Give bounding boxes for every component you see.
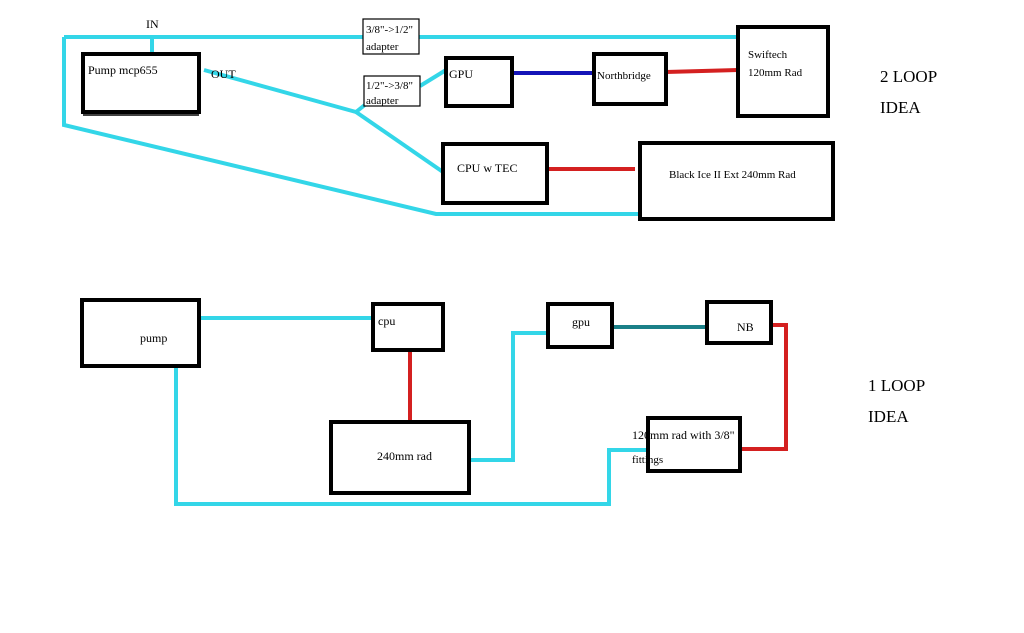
loop2-blackice-label: Black Ice II Ext 240mm Rad xyxy=(669,169,796,181)
loop1-pump-box xyxy=(80,298,201,368)
loop2-title-line2: IDEA xyxy=(880,98,921,117)
loop1-cpu-box xyxy=(371,302,445,352)
loop1-title-line1: 1 LOOP xyxy=(868,376,925,395)
loop2-label-in: IN xyxy=(146,17,159,31)
loop1-nb-label: NB xyxy=(737,320,754,334)
loop2-tube-out xyxy=(203,68,357,114)
loop1-tube-rad120-pump xyxy=(174,366,648,506)
loop1-gpu-box xyxy=(546,302,614,349)
loop1-rad240-box xyxy=(329,420,471,495)
loop1-pump-label: pump xyxy=(140,331,167,345)
loop2-gpu-box xyxy=(444,56,514,108)
loop1-rad120-line2: fittings xyxy=(632,454,663,466)
loop1-title-line2: IDEA xyxy=(868,407,909,426)
loop2-tubing xyxy=(62,35,739,216)
loop2-title-line1: 2 LOOP xyxy=(880,67,937,86)
loop1-rad120-box xyxy=(646,416,742,473)
loop1-nb-box xyxy=(705,300,773,345)
loop2-adapter2-line1: 1/2"->3/8" xyxy=(366,80,413,92)
loop1-tube-nb-rad120 xyxy=(740,323,788,451)
loop2-swiftech-line2: 120mm Rad xyxy=(748,67,803,79)
loop2-tube-return xyxy=(62,37,640,216)
loop2-tube-junction-cpu xyxy=(354,110,445,174)
loop2-blackice-rad-box xyxy=(638,141,835,221)
loop2-swiftech-rad-box xyxy=(736,25,830,118)
loop2-pump-box xyxy=(81,52,201,114)
loop2-northbridge-label: Northbridge xyxy=(597,70,651,82)
loop1-tube-rad240-gpu xyxy=(469,331,548,462)
loop1-cpu-label: cpu xyxy=(378,314,395,328)
loop2-adapter1-line1: 3/8"->1/2" xyxy=(366,24,413,36)
loop2-gpu-label: GPU xyxy=(449,67,473,81)
loop1-rad240-label: 240mm rad xyxy=(377,449,432,463)
loop2-adapter1-line2: adapter xyxy=(366,41,399,53)
loop2-swiftech-line1: Swiftech xyxy=(748,49,788,61)
loop2-cpu-label: CPU w TEC xyxy=(457,161,517,175)
loop2-adapter2-line2: adapter xyxy=(366,95,399,107)
loop2-northbridge-box xyxy=(592,52,668,106)
loop2-label-out: OUT xyxy=(211,67,236,81)
loop1-tubing xyxy=(174,316,788,506)
loop1-gpu-label: gpu xyxy=(572,315,590,329)
loop2-cpu-box xyxy=(441,142,549,205)
loop2-tube-adapter-gpu xyxy=(418,68,448,88)
loop1-rad120-line1: 120mm rad with 3/8" xyxy=(632,428,735,442)
loop2-adapter1-box xyxy=(362,18,420,55)
loop2-adapter2-box xyxy=(363,75,421,107)
loop2-pump-label: Pump mcp655 xyxy=(88,63,158,77)
loop2-tube-nb-rad xyxy=(665,68,739,74)
